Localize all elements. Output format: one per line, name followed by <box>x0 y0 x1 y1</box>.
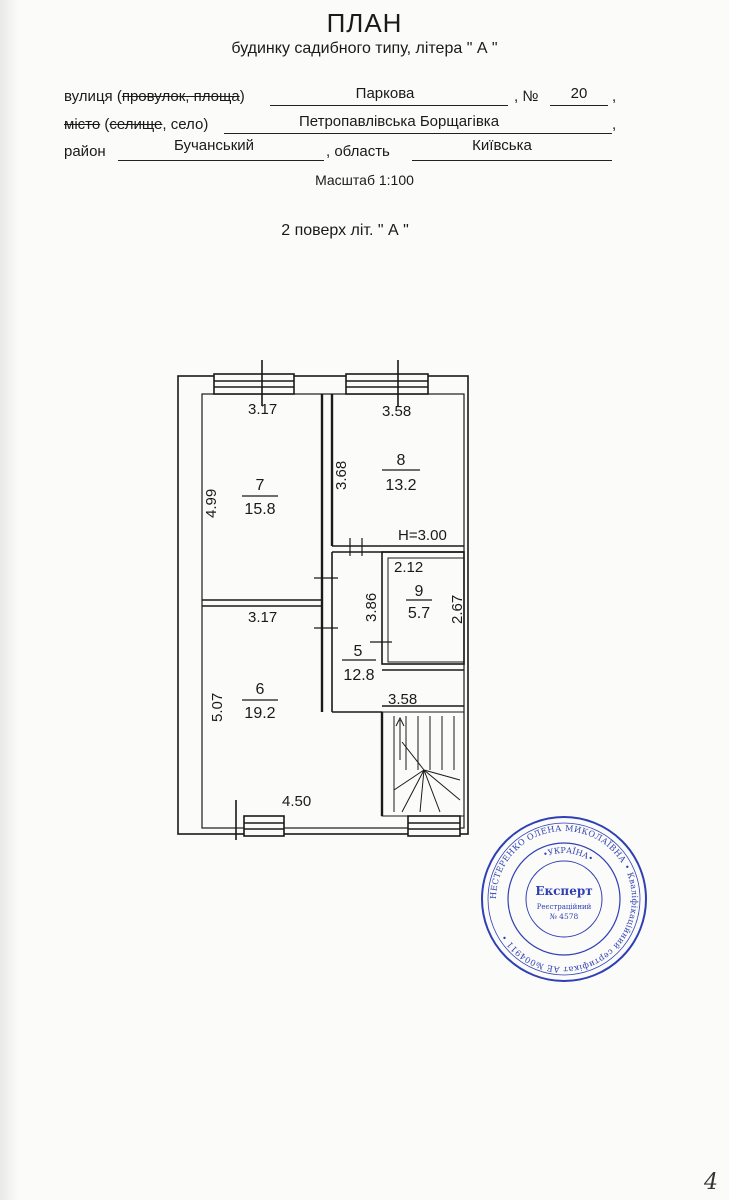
room-9-number: 9 <box>415 583 424 600</box>
dim-stair-width: 3.58 <box>388 691 417 708</box>
dim-room5-length: 3.86 <box>363 593 380 622</box>
floor-title: 2 поверх літ. " А " <box>281 222 409 239</box>
street-row: вулиця (провулок, площа) Паркова , № 20 … <box>64 85 624 110</box>
street-value: Паркова <box>355 85 415 102</box>
number-suffix: , <box>612 88 617 105</box>
seal-ring-text: НЕСТЕРЕНКО ОЛЕНА МИКОЛАЇВНА • Кваліфікац… <box>488 823 640 975</box>
street-label: вулиця (провулок, площа) <box>64 88 245 105</box>
floor-plan: 3.17 3.58 4.99 3.68 H=3.00 2.12 2.67 3.8… <box>177 360 469 840</box>
room-6-area: 19.2 <box>244 705 275 722</box>
seal-reg-label: Реєстраційний <box>537 903 592 911</box>
room-6-number: 6 <box>256 681 265 698</box>
scale-text: Масштаб 1:100 <box>315 172 414 188</box>
district-underline <box>118 160 324 161</box>
number-label: , № <box>514 88 539 105</box>
dim-room6-length: 5.07 <box>209 693 226 722</box>
number-value: 20 <box>570 85 588 102</box>
city-row: місто (селище, село) Петропавлівська Бор… <box>64 113 624 138</box>
region-label: , область <box>326 143 390 160</box>
document-subtitle: будинку садибного типу, літера " А " <box>231 40 498 57</box>
dim-bottom-width: 4.50 <box>282 793 311 810</box>
ceiling-height: H=3.00 <box>398 527 447 544</box>
page-number: 4 <box>704 1170 718 1195</box>
dim-room8-width: 3.58 <box>382 403 411 420</box>
room-9-area: 5.7 <box>408 605 430 622</box>
street-underline <box>270 105 508 106</box>
district-label: район <box>64 143 106 160</box>
city-underline <box>224 133 612 134</box>
room-7-number: 7 <box>256 477 265 494</box>
dim-room7-width: 3.17 <box>248 401 277 418</box>
room-8-number: 8 <box>397 452 406 469</box>
room-8-area: 13.2 <box>385 477 416 494</box>
city-value: Петропавлівська Борщагівка <box>298 113 500 130</box>
district-row: район Бучанський , область Київська <box>64 137 624 165</box>
dim-room9-width: 2.12 <box>394 559 423 576</box>
number-underline <box>550 105 608 106</box>
room-5-area: 12.8 <box>343 667 374 684</box>
room-5-number: 5 <box>354 643 363 660</box>
district-value: Бучанський <box>173 137 255 154</box>
city-suffix: , <box>612 116 617 133</box>
dim-room9-length: 2.67 <box>449 595 466 624</box>
region-underline <box>412 160 612 161</box>
seal-reg-number: № 4578 <box>550 912 579 921</box>
room-7-area: 15.8 <box>244 501 275 518</box>
expert-seal: НЕСТЕРЕНКО ОЛЕНА МИКОЛАЇВНА • Кваліфікац… <box>478 813 650 985</box>
city-label: місто (селище, село) <box>64 116 209 133</box>
region-value: Київська <box>472 137 532 154</box>
dim-room7-length: 4.99 <box>203 489 220 518</box>
dim-room6-width: 3.17 <box>248 609 277 626</box>
document-title: ПЛАН <box>326 8 403 38</box>
page-edge-shadow <box>0 0 18 1200</box>
dim-room8-length: 3.68 <box>333 461 350 490</box>
seal-center-word: Експерт <box>535 884 592 898</box>
seal-graphic: НЕСТЕРЕНКО ОЛЕНА МИКОЛАЇВНА • Кваліфікац… <box>481 816 647 982</box>
